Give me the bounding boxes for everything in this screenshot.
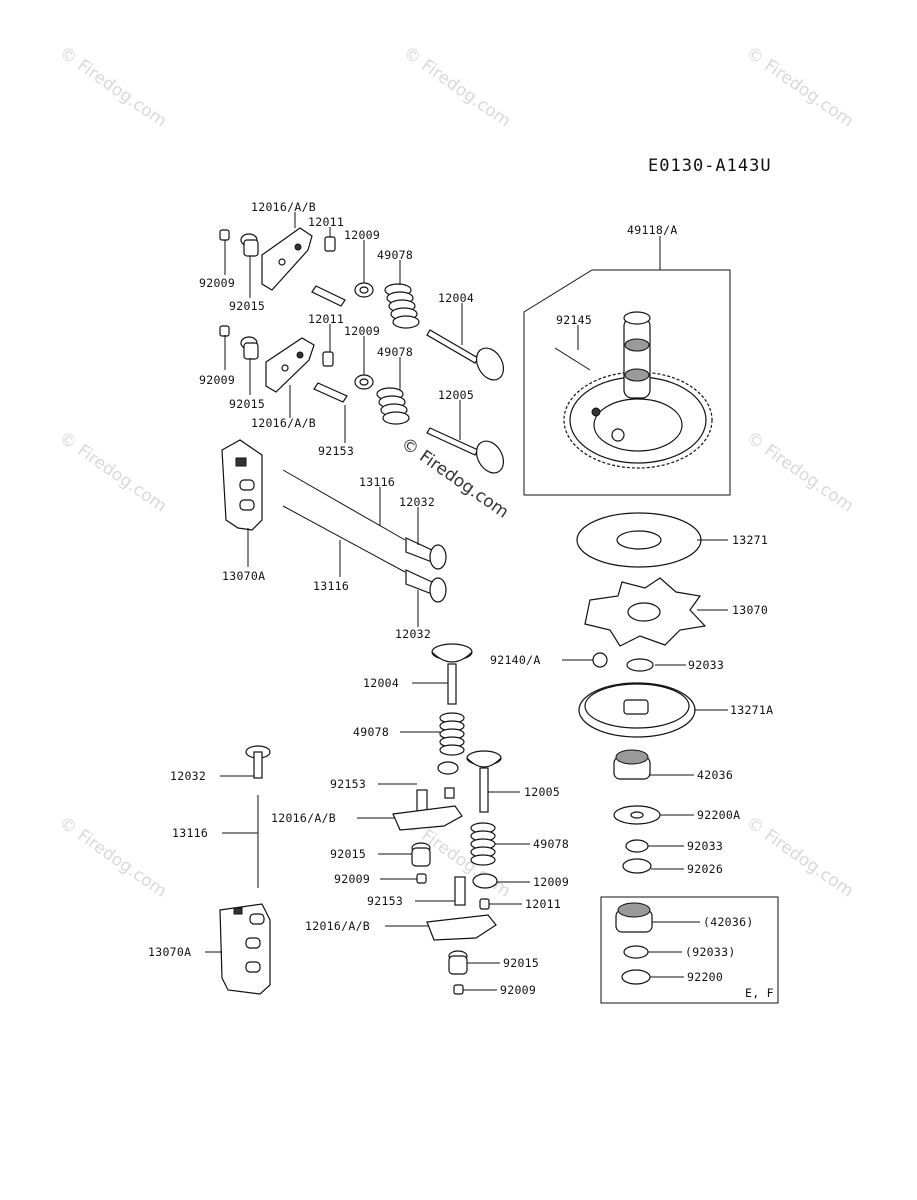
label-12005: 12005 xyxy=(524,785,560,799)
label-92153: 92153 xyxy=(367,894,403,908)
label-92145: 92145 xyxy=(556,313,592,327)
label-92153: 92153 xyxy=(318,444,354,458)
label-12009: 12009 xyxy=(344,324,380,338)
label-13070: 13070 xyxy=(732,603,768,617)
disc-13271a xyxy=(578,682,696,738)
watermark: © Firedog.com xyxy=(55,43,170,132)
label-12032: 12032 xyxy=(395,627,431,641)
washer-92026 xyxy=(622,858,652,874)
label-42036-paren: (42036) xyxy=(703,915,754,929)
lower-left-assembly xyxy=(219,745,271,995)
watermark: © Firedog.com xyxy=(399,43,514,132)
rocker-assembly-top xyxy=(219,227,505,381)
label-12032: 12032 xyxy=(170,769,206,783)
lower-center-assembly xyxy=(392,643,502,995)
label-13070a: 13070A xyxy=(148,945,191,959)
label-12032: 12032 xyxy=(399,495,435,509)
label-12011: 12011 xyxy=(308,215,344,229)
label-12016ab-top: 12016/A/B xyxy=(251,200,316,214)
label-13271a: 13271A xyxy=(730,703,773,717)
watermark: © Firedog.com xyxy=(55,813,170,902)
label-92140a: 92140/A xyxy=(490,653,541,667)
leader-lines xyxy=(205,212,728,991)
label-49078: 49078 xyxy=(353,725,389,739)
star-13070 xyxy=(584,577,707,647)
label-13070a: 13070A xyxy=(222,569,265,583)
camshaft-group xyxy=(523,236,731,496)
label-49078: 49078 xyxy=(377,345,413,359)
label-12016ab: 12016/A/B xyxy=(271,811,336,825)
label-12009: 12009 xyxy=(533,875,569,889)
label-42036: 42036 xyxy=(697,768,733,782)
clip-92033-b xyxy=(625,839,649,853)
label-13271: 13271 xyxy=(732,533,768,547)
diagram-code: E0130-A143U xyxy=(648,156,772,176)
washer-92200a-hole xyxy=(630,811,644,819)
label-13116: 13116 xyxy=(172,826,208,840)
watermark: © Firedog.com xyxy=(742,43,857,132)
label-49118a: 49118/A xyxy=(627,223,678,237)
label-49078: 49078 xyxy=(377,248,413,262)
label-92009: 92009 xyxy=(334,872,370,886)
label-12009: 12009 xyxy=(344,228,380,242)
label-49078: 49078 xyxy=(533,837,569,851)
pushrods-middle xyxy=(282,469,447,603)
watermark: © Firedog.com xyxy=(742,428,857,517)
label-92026: 92026 xyxy=(687,862,723,876)
watermark: © Firedog.com xyxy=(55,428,170,517)
label-12016ab: 12016/A/B xyxy=(251,416,316,430)
rocker-assembly-second xyxy=(219,325,505,474)
box-note: E, F xyxy=(745,986,774,1000)
label-92033-paren: (92033) xyxy=(685,945,736,959)
label-92015: 92015 xyxy=(330,847,366,861)
label-92033: 92033 xyxy=(687,839,723,853)
label-92200a: 92200A xyxy=(697,808,740,822)
label-92033: 92033 xyxy=(688,658,724,672)
disc-13271 xyxy=(576,512,702,568)
label-92153: 92153 xyxy=(330,777,366,791)
label-12011: 12011 xyxy=(308,312,344,326)
label-12005: 12005 xyxy=(438,388,474,402)
clip-92033-a xyxy=(626,658,654,672)
part-labels: 12016/A/B 12011 12009 92009 49078 92015 … xyxy=(148,200,774,1000)
part-42036 xyxy=(613,749,651,780)
label-92009: 92009 xyxy=(500,983,536,997)
label-12004: 12004 xyxy=(438,291,474,305)
label-13116: 13116 xyxy=(359,475,395,489)
variant-box xyxy=(600,896,779,1004)
label-92009: 92009 xyxy=(199,373,235,387)
label-12004: 12004 xyxy=(363,676,399,690)
label-92015: 92015 xyxy=(229,397,265,411)
label-92015: 92015 xyxy=(229,299,265,313)
label-92200: 92200 xyxy=(687,970,723,984)
label-92015: 92015 xyxy=(503,956,539,970)
watermark: © Firedog.com xyxy=(742,813,857,902)
label-13116: 13116 xyxy=(313,579,349,593)
ball-92140a xyxy=(592,652,608,668)
label-12016ab: 12016/A/B xyxy=(305,919,370,933)
bracket-13070a-top xyxy=(221,439,263,531)
label-12011: 12011 xyxy=(525,897,561,911)
label-92009: 92009 xyxy=(199,276,235,290)
